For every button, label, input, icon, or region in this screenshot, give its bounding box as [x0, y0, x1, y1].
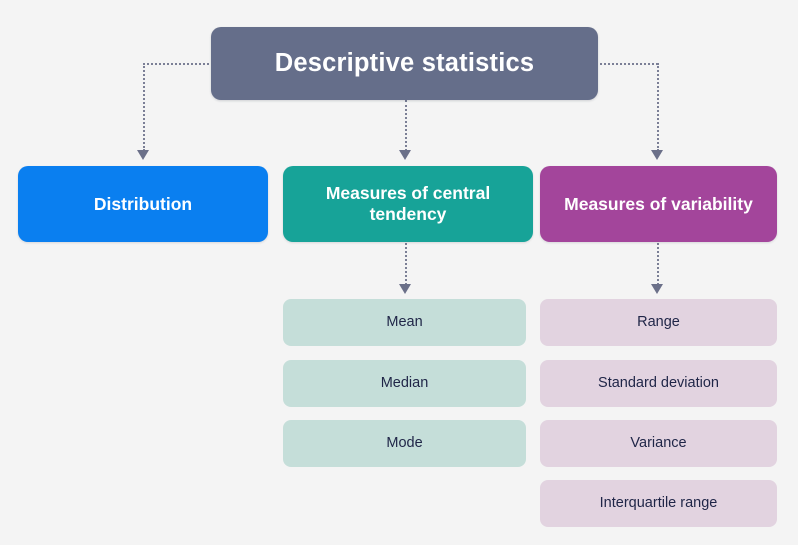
connector-root-to-distribution-vertical — [143, 63, 145, 151]
category-node-distribution[interactable]: Distribution — [18, 166, 268, 242]
leaf-node-mean[interactable]: Mean — [283, 299, 526, 346]
connector-central-tendency-to-leaves-vertical — [405, 243, 407, 285]
arrow-variability-to-leaves — [651, 284, 663, 294]
category-node-measures-of-central-tendency[interactable]: Measures of central tendency — [283, 166, 533, 242]
arrow-root-to-distribution — [137, 150, 149, 160]
leaf-node-variance[interactable]: Variance — [540, 420, 777, 467]
category-node-measures-of-variability[interactable]: Measures of variability — [540, 166, 777, 242]
connector-root-to-variability-vertical — [657, 63, 659, 151]
arrow-central-tendency-to-leaves — [399, 284, 411, 294]
arrow-root-to-variability — [651, 150, 663, 160]
root-node-descriptive-statistics[interactable]: Descriptive statistics — [211, 27, 598, 100]
leaf-node-standard-deviation[interactable]: Standard deviation — [540, 360, 777, 407]
leaf-node-interquartile-range[interactable]: Interquartile range — [540, 480, 777, 527]
leaf-node-range[interactable]: Range — [540, 299, 777, 346]
connector-variability-to-leaves-vertical — [657, 243, 659, 285]
arrow-root-to-central-tendency — [399, 150, 411, 160]
leaf-node-mode[interactable]: Mode — [283, 420, 526, 467]
connector-root-to-variability-horizontal — [596, 63, 658, 65]
connector-root-to-central-tendency-vertical — [405, 100, 407, 151]
leaf-node-median[interactable]: Median — [283, 360, 526, 407]
connector-root-to-distribution-horizontal — [143, 63, 213, 65]
